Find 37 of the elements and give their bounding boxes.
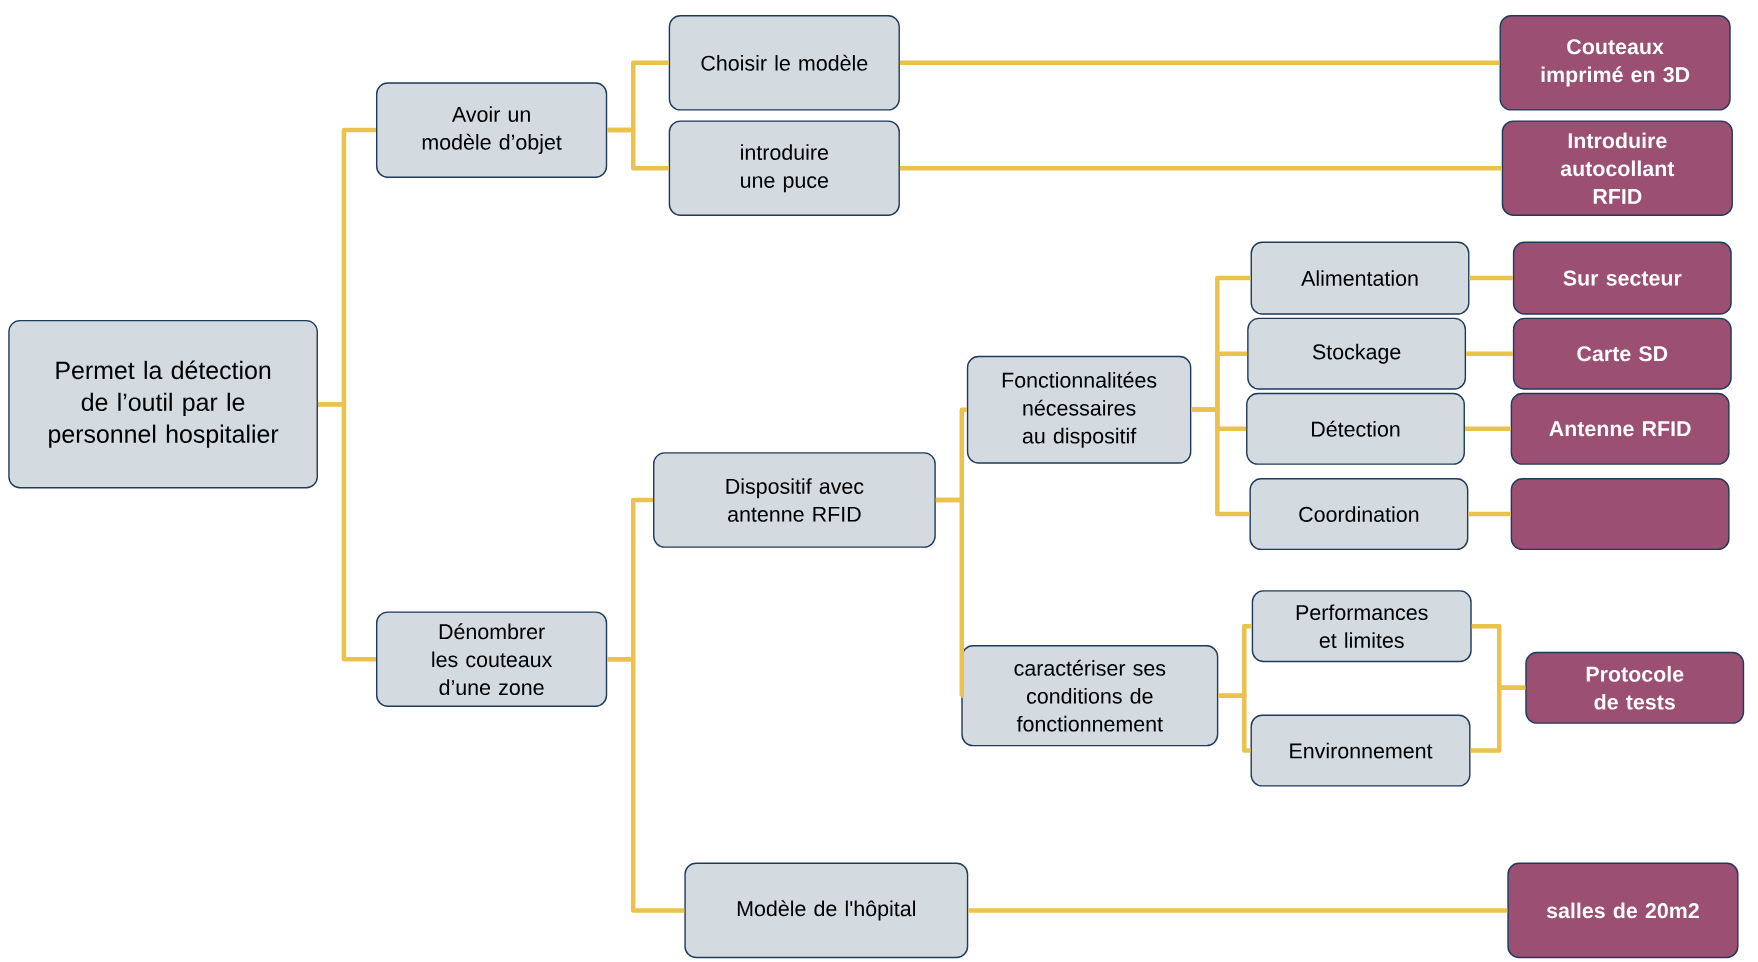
function-box: Alimentation xyxy=(1250,241,1470,315)
solution-box: Sur secteur xyxy=(1512,241,1732,315)
connector-line xyxy=(899,60,1500,66)
function-box: Coordination xyxy=(1249,478,1469,551)
function-box: Performances et limites xyxy=(1251,590,1472,663)
solution-box: Introduire autocollant RFID xyxy=(1501,120,1733,216)
connector-line xyxy=(1191,407,1250,517)
connector-line xyxy=(1218,693,1251,753)
function-box: Dispositif avec antenne RFID xyxy=(653,452,936,548)
function-box: Choisir le modèle xyxy=(668,15,900,111)
connector-line xyxy=(1466,351,1513,356)
connector-line xyxy=(1468,511,1511,517)
connector-line xyxy=(935,497,965,698)
solution-box: Protocole de tests xyxy=(1525,651,1745,724)
connector-line xyxy=(1469,275,1513,281)
function-box: Stockage xyxy=(1247,317,1467,390)
function-box: Environnement xyxy=(1250,714,1471,787)
solution-box: Carte SD xyxy=(1512,317,1732,390)
solution-box xyxy=(1510,478,1730,551)
solution-box: Antenne RFID xyxy=(1510,392,1730,465)
function-box: Avoir un modèle d’objet xyxy=(376,82,608,178)
connector-line xyxy=(899,165,1502,171)
connector-line xyxy=(607,656,685,913)
connector-line xyxy=(968,908,1508,913)
solution-box: salles de 20m2 xyxy=(1507,862,1739,959)
function-box: introduire une puce xyxy=(668,120,900,216)
root-box: Permet la détection de l’outil par le personnel hospitalier xyxy=(8,319,318,489)
connector-line xyxy=(1470,685,1526,753)
solution-box: Couteaux imprimé en 3D xyxy=(1499,15,1731,111)
connector-line xyxy=(1464,426,1511,432)
function-box: Dénombrer les couteaux d’une zone xyxy=(376,611,608,707)
function-box: Modèle de l'hôpital xyxy=(684,862,969,959)
connector-line xyxy=(607,127,669,171)
function-box: Fonctionnalitées nécessaires au dispositif xyxy=(966,355,1192,464)
function-box: Détection xyxy=(1246,392,1465,465)
connector-line xyxy=(317,401,376,662)
function-box: caractériser ses conditions de fonctionnement xyxy=(961,645,1219,747)
